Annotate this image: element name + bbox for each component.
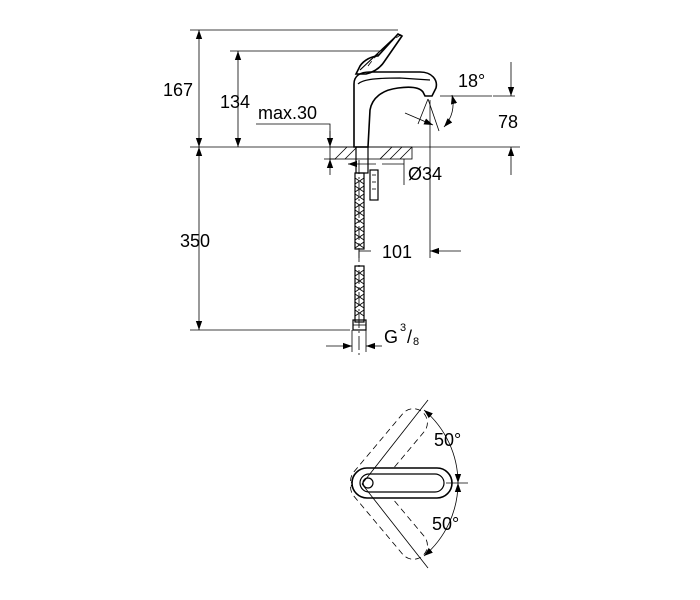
dimension-78: 78: [493, 62, 518, 175]
rotation-up-label: 50°: [434, 430, 461, 450]
hose-length-label: 350: [180, 231, 210, 251]
side-view: 18° 78 167 134 max.30: [163, 29, 520, 355]
rotation-down-label: 50°: [432, 514, 459, 534]
total-height-label: 167: [163, 80, 193, 100]
rotation-arc-down: [423, 482, 462, 557]
spout-angle-group: 18°: [404, 71, 492, 132]
dimension-max30: max.30: [256, 103, 336, 175]
hole-diameter-label: Ø34: [408, 164, 442, 184]
connection-slash: /: [407, 327, 412, 347]
outlet-height-label: 134: [220, 92, 250, 112]
top-view: 50° 50°: [350, 399, 468, 569]
dimension-hole: Ø34: [348, 159, 442, 185]
dimension-101: 101: [358, 100, 461, 262]
deck-section: [329, 146, 413, 160]
dimension-167: 167: [163, 29, 398, 147]
faucet-body: [353, 33, 438, 148]
rotation-arc-up: [423, 409, 462, 484]
deck-thickness-label: max.30: [258, 103, 317, 123]
dimension-350: 350: [180, 147, 350, 331]
dimension-134: 134: [220, 50, 380, 147]
connection-denominator: 8: [413, 336, 419, 348]
spout-angle-label: 18°: [458, 71, 485, 91]
connection-prefix: G: [384, 327, 398, 347]
projection-label: 101: [382, 242, 412, 262]
braided-hose: [352, 172, 367, 331]
connection-numerator: 3: [400, 322, 406, 334]
lever-top: [351, 467, 453, 499]
spout-height-label: 78: [498, 112, 518, 132]
connection-thread: G 3 / 8: [326, 322, 419, 352]
